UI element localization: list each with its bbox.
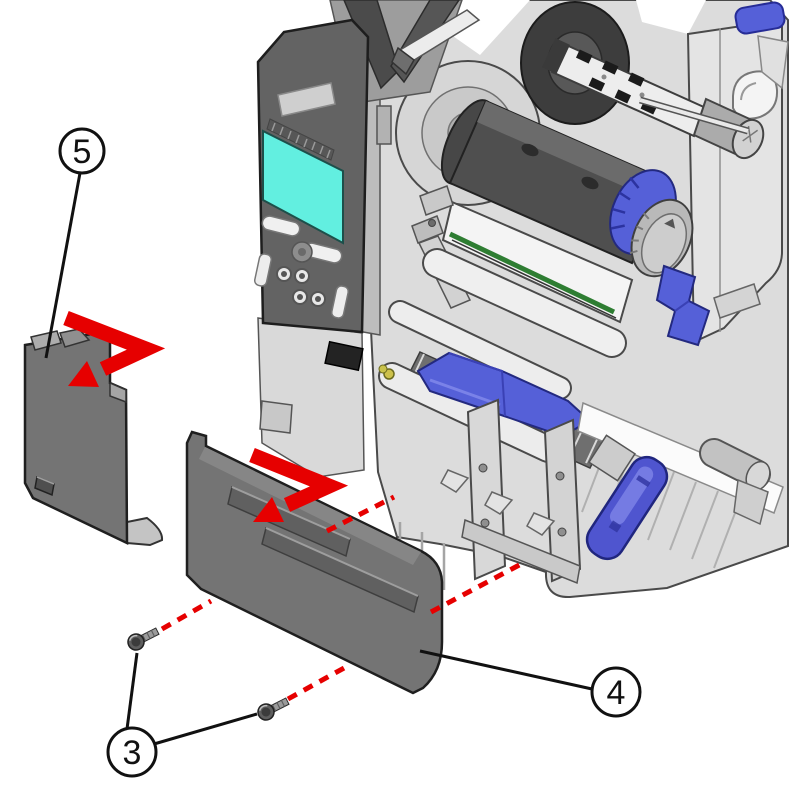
callout-4-label: 4 <box>607 674 626 712</box>
top-corner-latch <box>734 1 786 35</box>
control-panel <box>253 18 370 334</box>
front-cover <box>185 430 444 695</box>
side-cover <box>23 328 164 547</box>
lcd-screen <box>262 129 344 245</box>
alignment-dashed-line <box>325 494 396 534</box>
callout-4: 4 <box>590 666 642 718</box>
callout-5: 5 <box>58 127 106 175</box>
insert-arrow-front-cover <box>249 448 349 522</box>
side-cover-slot <box>34 475 55 497</box>
panel-buttons <box>253 215 350 319</box>
callout-leader-line <box>419 649 593 691</box>
panel-support-plate <box>257 317 365 478</box>
grille-strip <box>266 118 335 161</box>
pinch-roller <box>422 248 627 358</box>
sensor-dot <box>378 364 388 374</box>
alignment-dashed-line <box>160 598 213 632</box>
front-lever-pivot <box>587 434 637 482</box>
printer-illustration <box>253 0 789 599</box>
callout-leader-line <box>125 652 139 730</box>
print-head-line <box>448 231 616 315</box>
callout-5-label: 5 <box>73 133 92 171</box>
ribbon-knob-knurled-cap <box>629 198 694 278</box>
ribbon-supply-roll <box>440 99 694 278</box>
base-tray <box>577 401 784 569</box>
screw <box>127 627 160 651</box>
label-window <box>277 82 336 117</box>
front-cover-groove <box>261 526 419 614</box>
feed-roller <box>388 300 572 400</box>
callout-3-label: 3 <box>123 734 142 772</box>
alignment-dashed-lines <box>160 494 525 702</box>
screw <box>257 697 290 721</box>
exit-roller <box>699 438 771 526</box>
callout-leader-line <box>153 712 258 746</box>
insert-arrow-side-cover <box>63 311 166 387</box>
alignment-dashed-line <box>286 665 346 702</box>
front-frame <box>398 398 582 590</box>
connector-block <box>324 340 364 372</box>
callout-3: 3 <box>106 726 158 778</box>
front-lever <box>585 455 669 561</box>
callout-leader-lines <box>44 172 593 746</box>
callout-leader-line <box>44 172 82 359</box>
